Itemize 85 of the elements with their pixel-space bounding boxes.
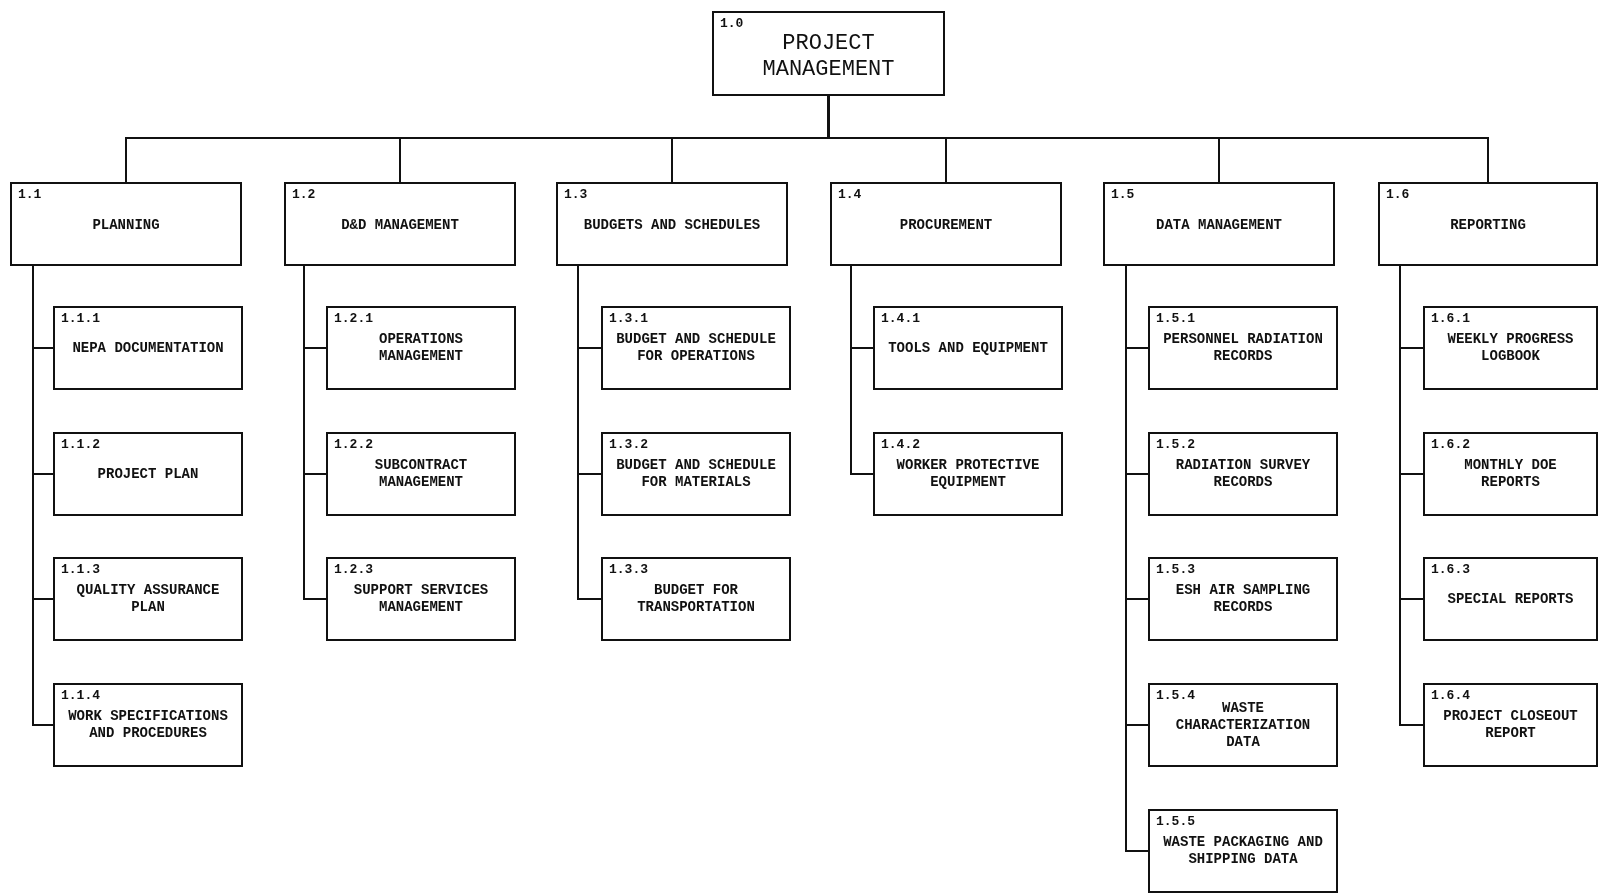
wbs-number: 1.6.3	[1431, 562, 1470, 577]
wbs-box	[326, 557, 516, 641]
wbs-title: SUBCONTRACT MANAGEMENT	[373, 457, 469, 491]
wbs-title: D&D MANAGEMENT	[340, 217, 460, 234]
wbs-title: QUALITY ASSURANCE PLAN	[75, 582, 221, 616]
wbs-number: 1.4.1	[881, 311, 920, 326]
wbs-title: WORKER PROTECTIVE EQUIPMENT	[895, 457, 1041, 491]
wbs-number: 1.5.5	[1156, 814, 1195, 829]
wbs-box	[1423, 432, 1598, 516]
wbs-box	[10, 182, 242, 266]
wbs-number: 1.0	[720, 16, 744, 31]
wbs-number: 1.1	[18, 187, 42, 202]
wbs-number: 1.2	[292, 187, 316, 202]
wbs-number: 1.6.2	[1431, 437, 1470, 452]
wbs-title: PROJECT PLAN	[96, 465, 200, 483]
wbs-number: 1.4.2	[881, 437, 920, 452]
wbs-title: PROJECT MANAGEMENT	[761, 29, 896, 83]
connector-line	[577, 265, 602, 600]
wbs-title: WASTE PACKAGING AND SHIPPING DATA	[1162, 834, 1324, 868]
wbs-title: DATA MANAGEMENT	[1155, 217, 1283, 234]
wbs-box	[830, 182, 1062, 266]
wbs-title: SPECIAL REPORTS	[1446, 590, 1575, 608]
wbs-box	[601, 432, 791, 516]
wbs-box	[601, 557, 791, 641]
wbs-box	[326, 432, 516, 516]
connector-line	[850, 265, 874, 475]
wbs-title: BUDGET FOR TRANSPORTATION	[636, 582, 756, 616]
wbs-number: 1.6.1	[1431, 311, 1470, 326]
wbs-box	[53, 683, 243, 767]
wbs-number: 1.3.1	[609, 311, 648, 326]
wbs-box	[1148, 683, 1338, 767]
wbs-box	[873, 432, 1063, 516]
wbs-title: SUPPORT SERVICES MANAGEMENT	[352, 582, 490, 616]
wbs-title: PERSONNEL RADIATION RECORDS	[1162, 331, 1324, 365]
wbs-number: 1.1.4	[61, 688, 100, 703]
wbs-number: 1.5.2	[1156, 437, 1195, 452]
wbs-title: NEPA DOCUMENTATION	[71, 339, 225, 357]
wbs-title: BUDGET AND SCHEDULE FOR MATERIALS	[615, 457, 777, 491]
wbs-number: 1.2.1	[334, 311, 373, 326]
wbs-title: WEEKLY PROGRESS LOGBOOK	[1446, 331, 1575, 365]
wbs-number: 1.3.2	[609, 437, 648, 452]
wbs-title: PROJECT CLOSEOUT REPORT	[1442, 708, 1579, 742]
wbs-box	[873, 306, 1063, 390]
wbs-box	[556, 182, 788, 266]
wbs-number: 1.1.2	[61, 437, 100, 452]
wbs-title: PROCUREMENT	[898, 217, 994, 234]
wbs-box	[1148, 306, 1338, 390]
wbs-box	[1148, 809, 1338, 893]
wbs-title: REPORTING	[1449, 217, 1527, 234]
wbs-box	[712, 11, 945, 96]
wbs-number: 1.6	[1386, 187, 1410, 202]
wbs-title: TOOLS AND EQUIPMENT	[887, 339, 1049, 357]
wbs-title: BUDGETS AND SCHEDULES	[582, 217, 762, 234]
wbs-title: ESH AIR SAMPLING RECORDS	[1174, 582, 1312, 616]
wbs-box	[601, 306, 791, 390]
wbs-box	[1423, 557, 1598, 641]
wbs-box	[326, 306, 516, 390]
wbs-number: 1.5	[1111, 187, 1135, 202]
wbs-box	[1423, 306, 1598, 390]
wbs-title: OPERATIONS MANAGEMENT	[378, 331, 464, 365]
wbs-title: MONTHLY DOE REPORTS	[1463, 457, 1558, 491]
wbs-number: 1.1.3	[61, 562, 100, 577]
wbs-number: 1.4	[838, 187, 862, 202]
wbs-box	[1148, 557, 1338, 641]
wbs-title: WORK SPECIFICATIONS AND PROCEDURES	[67, 708, 229, 742]
wbs-number: 1.2.2	[334, 437, 373, 452]
wbs-number: 1.2.3	[334, 562, 373, 577]
wbs-box	[1378, 182, 1598, 266]
wbs-box	[1103, 182, 1335, 266]
wbs-number: 1.6.4	[1431, 688, 1470, 703]
wbs-box	[1423, 683, 1598, 767]
wbs-box	[53, 306, 243, 390]
wbs-number: 1.1.1	[61, 311, 100, 326]
wbs-box	[284, 182, 516, 266]
wbs-number: 1.5.1	[1156, 311, 1195, 326]
wbs-title: PLANNING	[91, 217, 161, 234]
connector-line	[303, 265, 327, 600]
wbs-title: RADIATION SURVEY RECORDS	[1174, 457, 1312, 491]
wbs-number: 1.5.3	[1156, 562, 1195, 577]
wbs-number: 1.3	[564, 187, 588, 202]
wbs-box	[53, 432, 243, 516]
wbs-title: BUDGET AND SCHEDULE FOR OPERATIONS	[615, 331, 777, 365]
wbs-box	[1148, 432, 1338, 516]
wbs-box	[53, 557, 243, 641]
wbs-number: 1.3.3	[609, 562, 648, 577]
